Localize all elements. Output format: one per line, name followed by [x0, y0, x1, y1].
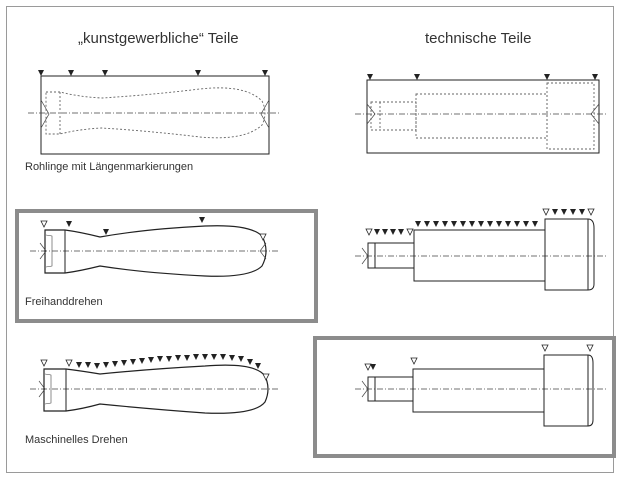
length-marker-icon: [202, 354, 208, 360]
length-marker-icon: [238, 356, 244, 362]
length-marker-icon: [262, 70, 268, 76]
blank-bolt-right: [355, 74, 608, 154]
marker-open-icon: [587, 208, 595, 216]
length-marker-icon: [390, 229, 396, 235]
length-marker-icon: [442, 221, 448, 227]
length-marker-icon: [166, 356, 172, 362]
heading-kunstgewerbliche-teile: „kunstgewerbliche“ Teile: [78, 30, 239, 47]
length-marker-icon: [68, 70, 74, 76]
length-marker-icon: [220, 354, 226, 360]
blank-handle-left: [28, 70, 280, 155]
length-marker-icon: [382, 229, 388, 235]
marker-open-icon: [410, 357, 418, 365]
length-marker-icon: [570, 209, 576, 215]
marker-open-icon: [541, 344, 549, 352]
length-marker-icon: [229, 355, 235, 361]
length-marker-icon: [247, 359, 253, 365]
length-marker-icon: [76, 362, 82, 368]
marker-open-icon: [262, 373, 270, 381]
bolt-markers: [355, 208, 608, 291]
length-marker-icon: [103, 362, 109, 368]
bolt-machine: [355, 344, 608, 427]
length-marker-icon: [66, 221, 72, 227]
length-marker-icon: [579, 209, 585, 215]
length-marker-icon: [199, 217, 205, 223]
length-marker-icon: [415, 221, 421, 227]
marker-open-icon: [542, 208, 550, 216]
length-marker-icon: [514, 221, 520, 227]
length-marker-icon: [175, 355, 181, 361]
length-marker-icon: [424, 221, 430, 227]
length-marker-icon: [112, 361, 118, 367]
length-marker-icon: [94, 363, 100, 369]
length-marker-icon: [561, 209, 567, 215]
length-marker-icon: [532, 221, 538, 227]
marker-open-icon: [259, 233, 267, 241]
length-marker-icon: [552, 209, 558, 215]
length-marker-icon: [121, 360, 127, 366]
highlight-maschinell-technisch: [313, 336, 616, 458]
length-marker-icon: [195, 70, 201, 76]
highlight-freihanddrehen: [15, 209, 318, 323]
marker-open-icon: [586, 344, 594, 352]
length-marker-icon: [184, 355, 190, 361]
length-marker-icon: [496, 221, 502, 227]
length-marker-icon: [592, 74, 598, 80]
length-marker-icon: [193, 354, 199, 360]
caption-rohlinge: Rohlinge mit Längenmarkierungen: [25, 161, 194, 173]
handle-machine: [30, 354, 278, 414]
marker-open-icon: [40, 220, 48, 228]
caption-freihanddrehen: Freihanddrehen: [25, 296, 103, 308]
length-marker-icon: [211, 354, 217, 360]
length-marker-icon: [157, 356, 163, 362]
marker-open-icon: [65, 359, 73, 367]
length-marker-icon: [148, 357, 154, 363]
length-marker-icon: [523, 221, 529, 227]
length-marker-icon: [103, 229, 109, 235]
marker-open-icon: [365, 228, 373, 236]
length-marker-icon: [370, 364, 376, 370]
figure-frame: [6, 6, 614, 473]
marker-open-icon: [406, 228, 414, 236]
length-marker-icon: [85, 362, 91, 368]
length-marker-icon: [469, 221, 475, 227]
length-marker-icon: [102, 70, 108, 76]
length-marker-icon: [451, 221, 457, 227]
length-marker-icon: [478, 221, 484, 227]
length-marker-icon: [139, 358, 145, 364]
marker-open-icon: [40, 359, 48, 367]
heading-technische-teile: technische Teile: [425, 30, 532, 47]
length-marker-icon: [398, 229, 404, 235]
length-marker-icon: [38, 70, 44, 76]
length-marker-icon: [255, 363, 261, 369]
handle-freehand: [30, 217, 278, 277]
length-marker-icon: [130, 359, 136, 365]
length-marker-icon: [374, 229, 380, 235]
length-marker-icon: [487, 221, 493, 227]
length-marker-icon: [544, 74, 550, 80]
length-marker-icon: [414, 74, 420, 80]
length-marker-icon: [433, 221, 439, 227]
length-marker-icon: [367, 74, 373, 80]
marker-open-icon: [364, 363, 372, 371]
caption-maschinelles-drehen: Maschinelles Drehen: [25, 434, 128, 446]
length-marker-icon: [505, 221, 511, 227]
length-marker-icon: [460, 221, 466, 227]
